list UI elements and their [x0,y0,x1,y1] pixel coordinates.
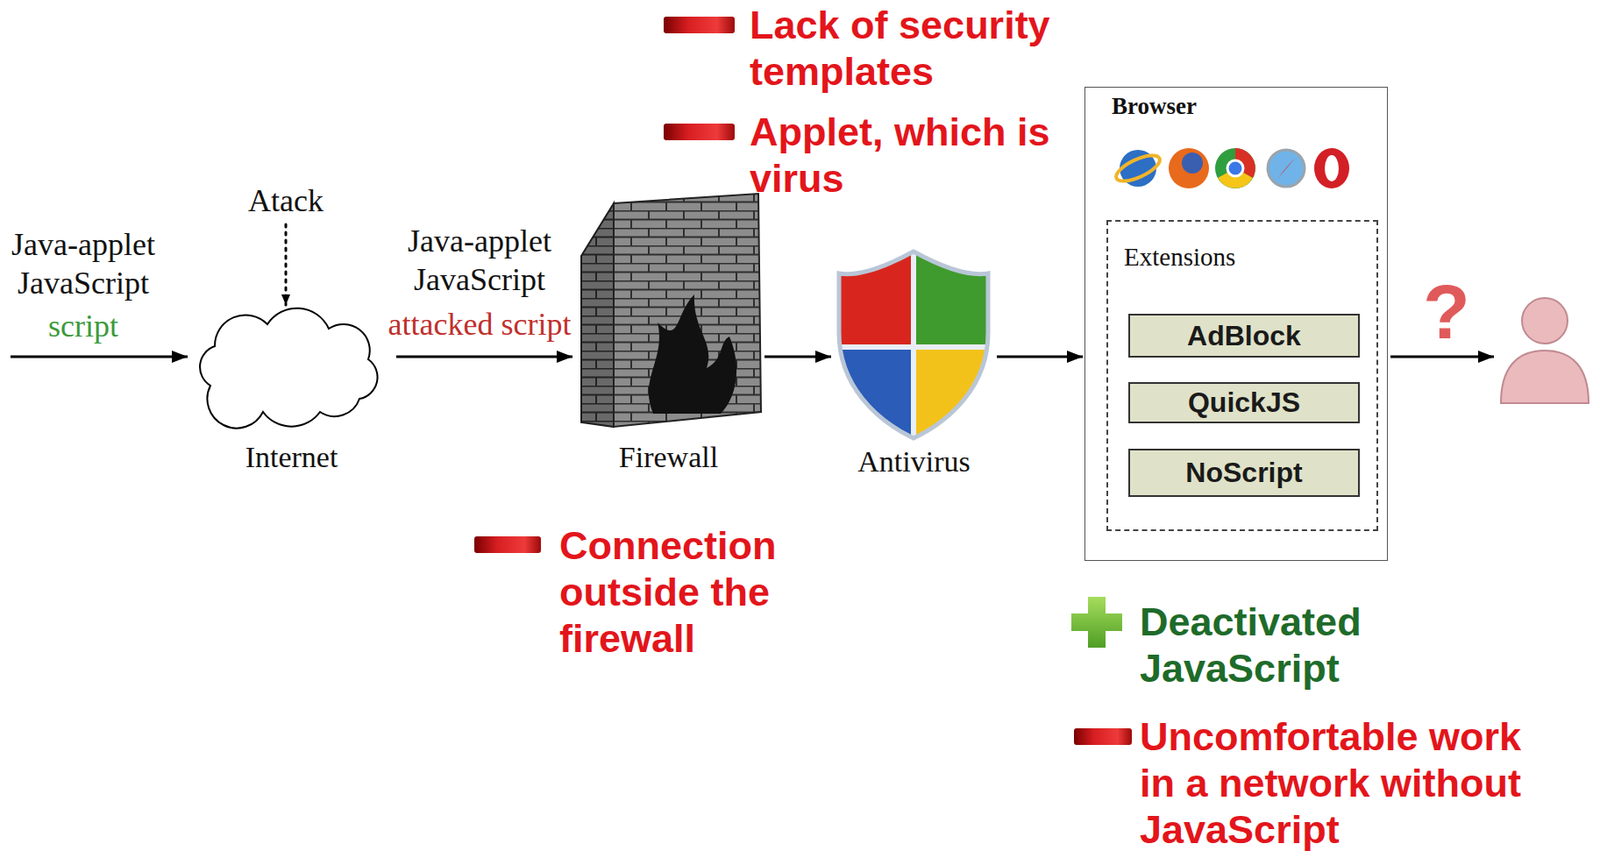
extension-box: QuickJS [1128,382,1360,424]
input-arrow [10,355,188,359]
firewall-node: Firewall [574,193,763,474]
drawback-note: Lack of security templates [749,1,1083,95]
node-label: Extensions [1123,242,1236,272]
flow-arrow [764,355,832,359]
extension-box: AdBlock [1128,313,1360,358]
node-label: Internet [245,441,339,474]
flow-arrow [996,355,1083,359]
node-label: Browser [1111,92,1197,121]
user-icon [1500,298,1589,404]
attack-arrow [284,224,288,306]
attack-label: Atack [233,181,339,221]
internet-cloud [199,308,378,429]
antivirus-shield [832,245,995,444]
data-label: script [0,306,167,346]
firewall-icon [581,193,761,427]
data-label: Java-applet JavaScript [0,225,167,303]
output-arrow [1390,355,1494,359]
extension-box: NoScript [1128,448,1360,498]
node-label: NoScript [1185,456,1302,490]
data-label: attacked script [378,305,581,344]
antivirus-node: Antivirus [832,249,996,478]
advantage-note: Deactivated JavaScript [1139,598,1430,692]
bullet-bars [474,16,1132,746]
drawback-note: Uncomfortable work in a network without … [1139,713,1552,854]
node-label: Firewall [618,441,719,474]
flow-arrow [396,355,573,359]
data-label: Java-applet JavaScript [378,221,581,299]
plus-bullet [1071,597,1123,648]
drawback-note: Connection outside the firewall [559,522,823,662]
browser-icons [1112,148,1350,189]
drawback-note: Applet, which is virus [749,108,1083,202]
node-label: AdBlock [1187,320,1302,353]
extensions-group: ExtensionsAdBlockQuickJS NoScript [1106,220,1379,532]
browser-window: BrowserExtensionsAdBlockQuickJS NoScript [1084,86,1388,562]
node-label: Antivirus [857,446,970,478]
internet-node: Internet [188,311,395,474]
question-mark: ? [1413,273,1480,351]
node-label: QuickJS [1187,386,1301,420]
